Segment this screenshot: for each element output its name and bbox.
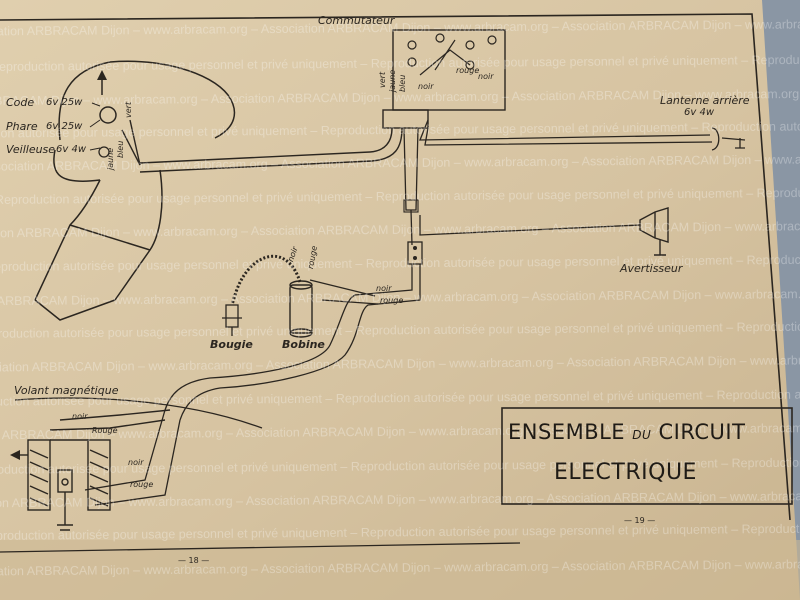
lanterne-wire (419, 119, 713, 146)
bougie-plug (222, 304, 242, 336)
wire-label: rouge (456, 66, 480, 75)
wire-label: noir (478, 72, 494, 81)
label-veilleuse: Veilleuse (6, 143, 56, 156)
headlamp-housing (34, 60, 236, 321)
commutateur-box (392, 29, 506, 111)
label-code-spec: 6v 25w (46, 97, 83, 108)
wire-label: vert (124, 101, 133, 118)
wire-label: noir (128, 458, 144, 467)
volant-arc (14, 397, 263, 429)
lamp-leaders (89, 102, 101, 151)
title-line-2: ELECTRIQUE (554, 460, 697, 485)
page-number: — 18 — (178, 556, 210, 565)
wire-label: bleu (398, 74, 407, 92)
label-phare: Phare (6, 120, 38, 133)
ht-lead (230, 254, 302, 306)
avertisseur-horn (639, 207, 669, 256)
lanterne-lamp (711, 127, 746, 151)
label-avertisseur: Avertisseur (620, 262, 683, 275)
wire-label: rouge (130, 480, 154, 489)
label-veilleuse-spec: 6v 4w (56, 144, 86, 155)
label-phare-spec: 6v 25w (46, 121, 83, 132)
junction-box (407, 241, 423, 265)
page-border (0, 13, 791, 521)
wire-label: noir (72, 412, 88, 421)
page-number: — 19 — (624, 516, 656, 525)
headlamp-bulb (99, 106, 117, 124)
veilleuse-bulb (98, 146, 110, 158)
wire-label: Rouge (92, 426, 118, 435)
lower-harness (84, 264, 421, 506)
label-bobine: Bobine (282, 338, 325, 351)
label-lanterne-spec: 6v 4w (684, 107, 714, 118)
wire-label: vert (378, 71, 387, 88)
title-word-small: DU (632, 428, 652, 442)
page-border-bottom (0, 542, 521, 553)
label-bougie: Bougie (210, 338, 253, 351)
wire-label: rouge (380, 296, 404, 305)
commutateur-contacts (407, 33, 497, 76)
title-box (501, 407, 793, 505)
wire-label: noir (418, 82, 434, 91)
wire-label: jaune (106, 147, 115, 170)
junction-pin-2 (413, 256, 417, 260)
harness-connector (403, 199, 419, 213)
label-lanterne: Lanterne arrière (660, 94, 750, 107)
label-commutateur: Commutateur (318, 14, 395, 27)
title-word: ENSEMBLE (508, 420, 626, 444)
commutateur-body (382, 109, 429, 129)
vertical-harness (403, 127, 641, 246)
title-word: CIRCUIT (658, 420, 746, 444)
title-line-1: ENSEMBLE DU CIRCUIT (508, 420, 745, 444)
wire-label: bleu (116, 140, 125, 158)
wire-label: jaune (388, 69, 397, 92)
bulb-arrowhead (97, 70, 107, 80)
junction-pin-1 (413, 246, 417, 250)
wire-label: noir (376, 284, 392, 293)
label-code: Code (6, 96, 35, 109)
label-volant: Volant magnétique (14, 384, 119, 397)
main-harness (121, 119, 403, 173)
volant-coils (10, 409, 171, 531)
